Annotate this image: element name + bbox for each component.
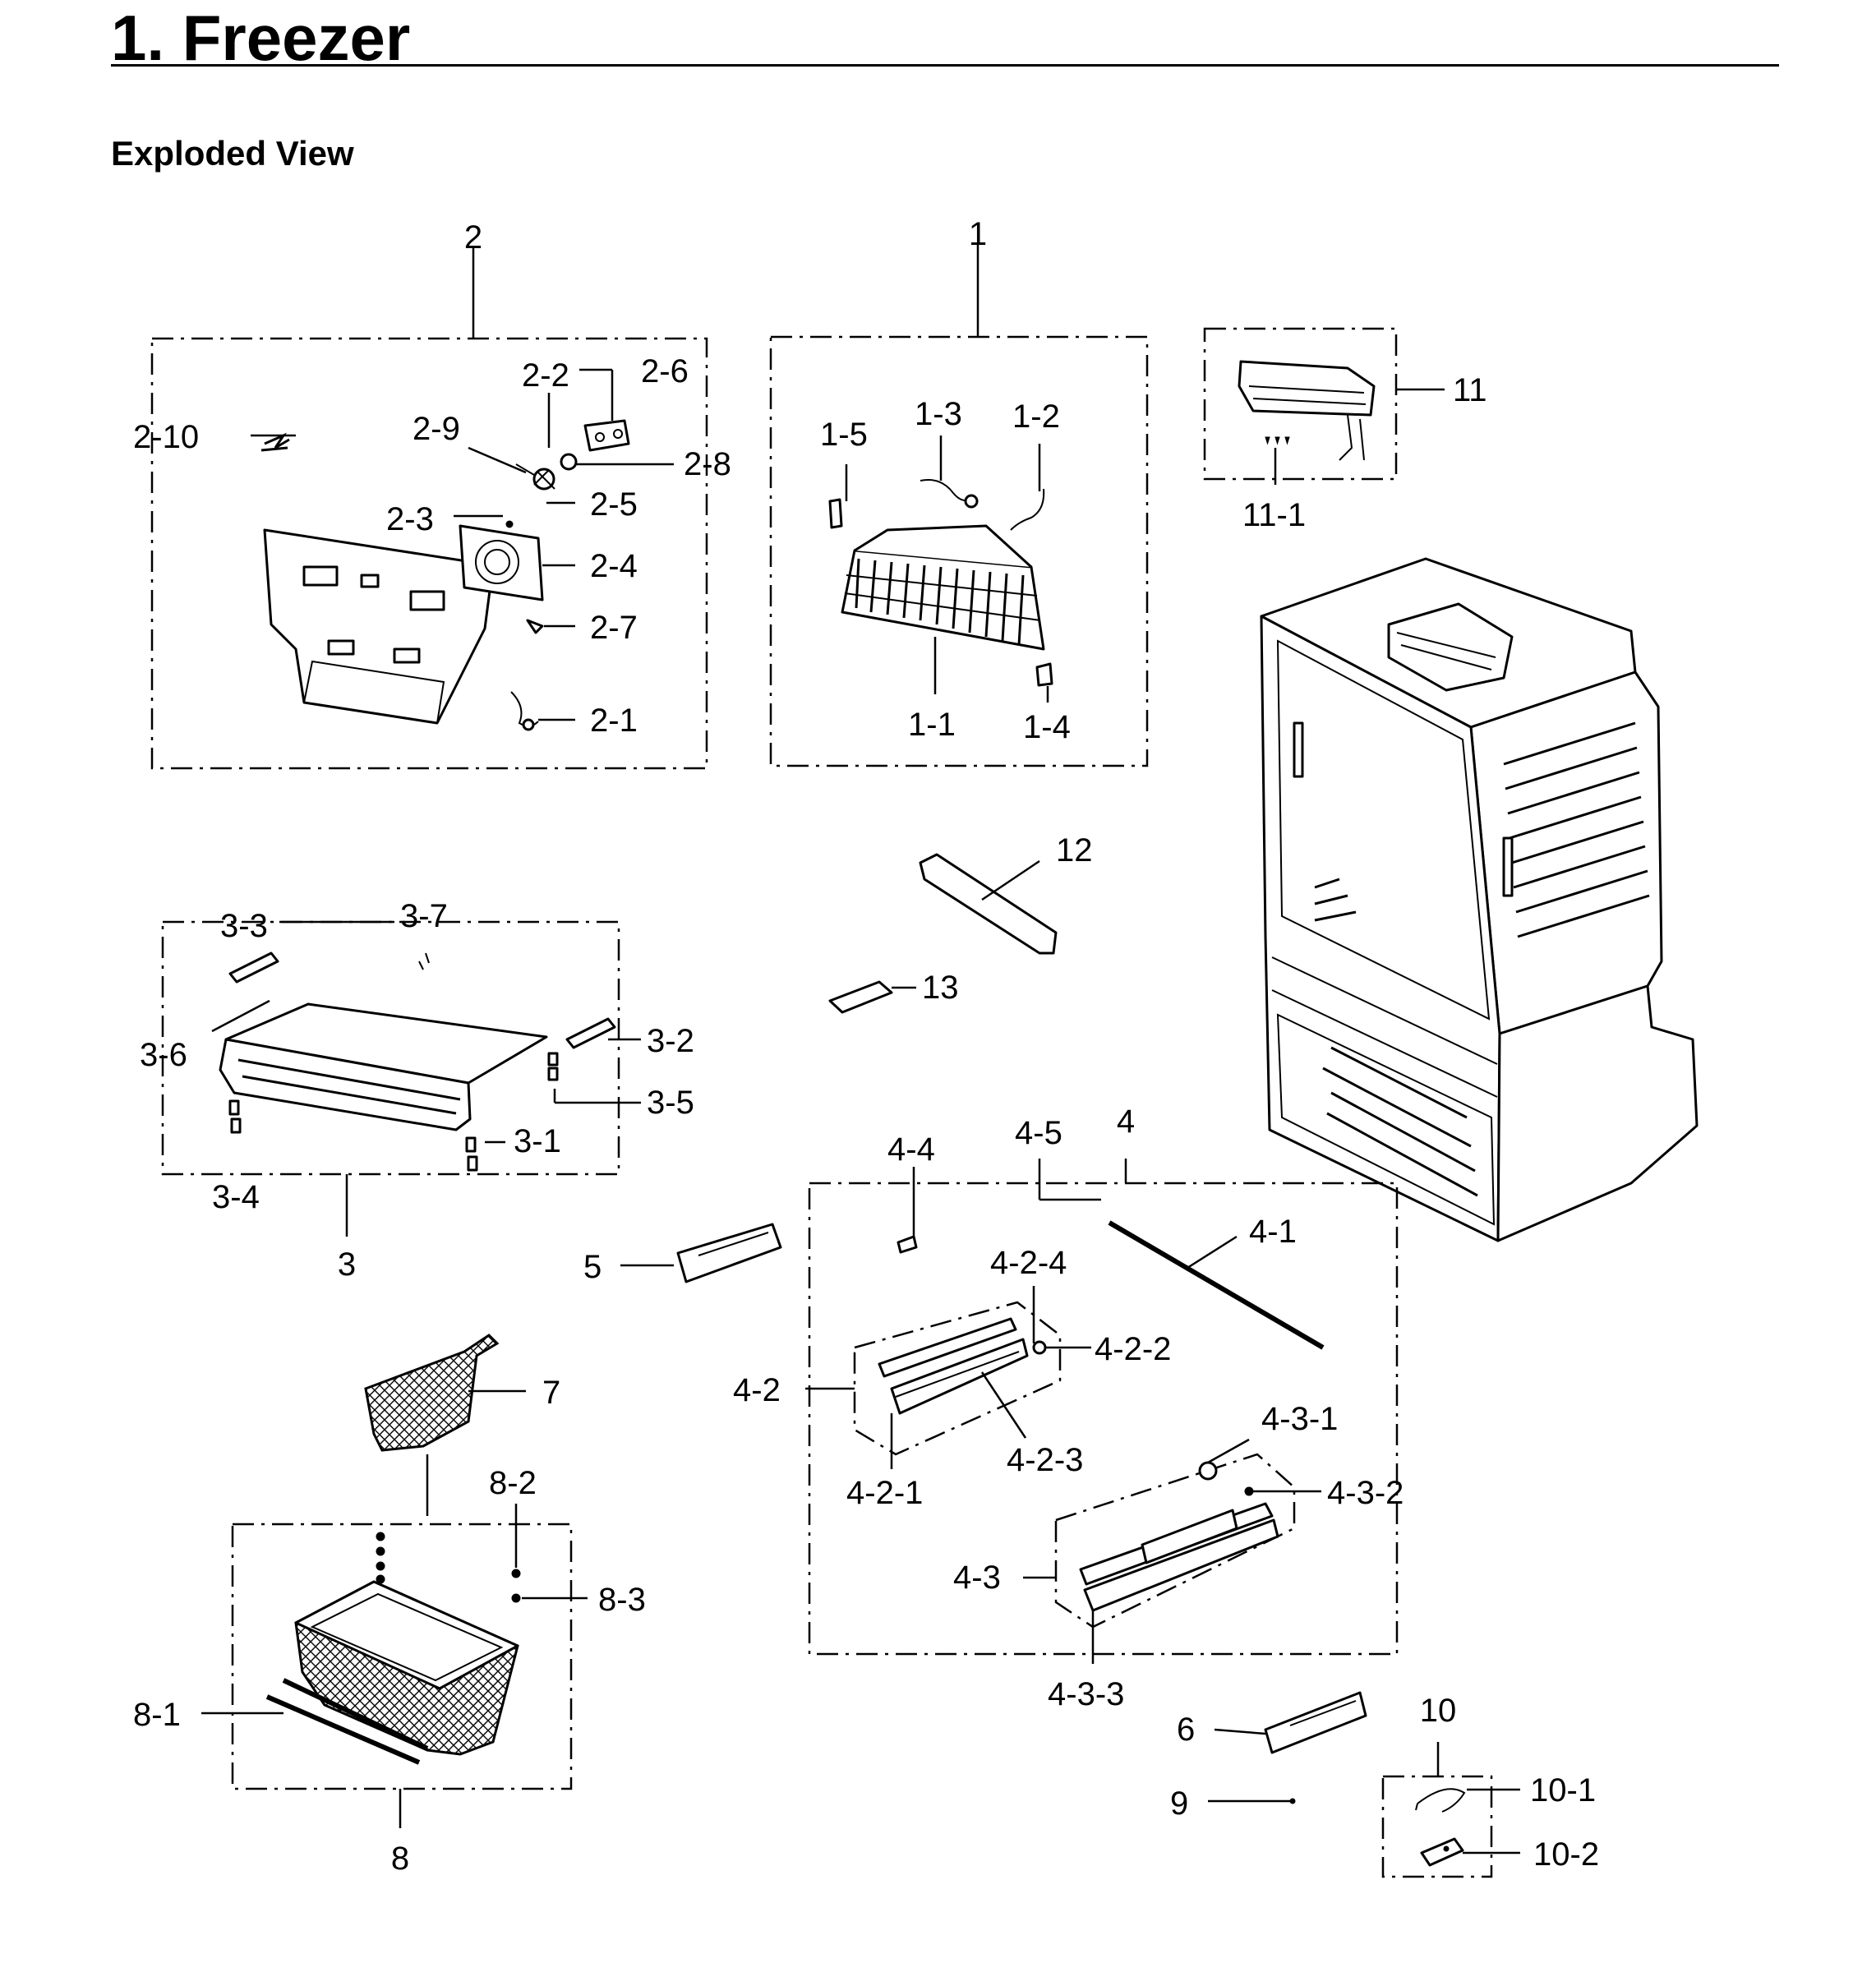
label-2-7: 2-7: [590, 610, 638, 646]
divider-7-part: [364, 1334, 500, 1452]
label-4-2-4: 4-2-4: [990, 1245, 1067, 1281]
label-13: 13: [922, 970, 959, 1006]
label-3-5: 3-5: [647, 1085, 694, 1121]
label-4-3-1: 4-3-1: [1261, 1401, 1338, 1437]
group-9: 9: [1170, 1785, 1296, 1822]
label-2-9: 2-9: [413, 411, 460, 447]
label-2-2: 2-2: [522, 357, 569, 394]
label-1-3: 1-3: [915, 396, 962, 432]
label-8-3: 8-3: [598, 1582, 646, 1618]
cover-13-part: [828, 980, 893, 1014]
label-4-3: 4-3: [953, 1560, 1001, 1596]
label-4: 4: [1117, 1103, 1135, 1140]
title-rule: [111, 64, 1779, 67]
group-3-assembly: 3-3 3-7 3-6 3-2 3-5 3-1 3-4 3: [140, 898, 694, 1283]
group-8-box: [231, 1523, 573, 1790]
rail-4-2-part: [878, 1317, 1017, 1378]
label-5: 5: [583, 1249, 602, 1285]
group-11-box: [1203, 327, 1398, 481]
label-4-2-3: 4-2-3: [1007, 1442, 1083, 1478]
label-11-1: 11-1: [1242, 497, 1306, 533]
label-4-2: 4-2: [733, 1372, 781, 1408]
label-2-8: 2-8: [684, 446, 731, 482]
label-3-1: 3-1: [514, 1123, 561, 1159]
label-6: 6: [1177, 1712, 1195, 1748]
label-8-2: 8-2: [489, 1465, 537, 1501]
group-10-assembly: 10 10-1 10-2: [1381, 1693, 1599, 1878]
label-2-6: 2-6: [641, 353, 689, 389]
ice-maker-part: [1238, 360, 1376, 417]
label-10: 10: [1420, 1693, 1457, 1729]
label-3-4: 3-4: [212, 1179, 260, 1215]
label-9: 9: [1170, 1785, 1188, 1822]
label-3: 3: [338, 1246, 356, 1283]
wire-10-1-part: [1415, 1788, 1466, 1813]
label-2-5: 2-5: [590, 486, 638, 523]
label-10-2: 10-2: [1533, 1836, 1599, 1873]
label-8-1: 8-1: [133, 1697, 181, 1733]
cabinet-side: [1469, 670, 1663, 1035]
control-box: [1387, 602, 1514, 692]
label-3-7: 3-7: [400, 898, 448, 934]
rail-5-part: [676, 1223, 782, 1283]
page-header: 1. Freezer: [111, 0, 1779, 74]
label-7: 7: [542, 1375, 560, 1411]
evaporator-cover-part: [263, 528, 495, 725]
section-subtitle: Exploded View: [111, 134, 354, 173]
group-2-assembly: 2 2-10 2-2 2-6 2-8: [133, 219, 731, 770]
label-1-1: 1-1: [908, 707, 956, 743]
group-1-assembly: 1 1-5 1-3 1-2 1-1 1-4: [769, 216, 1149, 767]
label-4-3-2: 4-3-2: [1327, 1475, 1404, 1511]
freezer-cabinet: [1260, 557, 1699, 1242]
rod-4-1-part: [1108, 1220, 1325, 1350]
label-8: 8: [391, 1841, 409, 1877]
screw-9-part: [1289, 1798, 1296, 1804]
label-1-2: 1-2: [1012, 399, 1060, 435]
label-1-4: 1-4: [1023, 709, 1071, 745]
fan-bracket-part: [459, 524, 544, 601]
group-12-13: 12 13: [828, 832, 1093, 1014]
label-10-1: 10-1: [1530, 1772, 1596, 1808]
label-4-2-2: 4-2-2: [1095, 1331, 1171, 1367]
label-2-10: 2-10: [133, 419, 199, 455]
label-1-5: 1-5: [820, 417, 868, 453]
label-1: 1: [969, 216, 987, 252]
evap-clip-part: [828, 498, 843, 529]
rail-3-2-part: [565, 1017, 616, 1049]
group-6: 6: [1177, 1691, 1367, 1754]
switch-10-2-part: [1420, 1837, 1464, 1867]
label-2-3: 2-3: [386, 501, 434, 537]
label-3-3: 3-3: [220, 908, 268, 944]
group-2-box: [150, 337, 708, 770]
page-title: 1. Freezer: [111, 2, 411, 74]
evap-holder-part: [1035, 662, 1053, 687]
label-3-2: 3-2: [647, 1023, 694, 1059]
group-11-assembly: 11 11-1: [1203, 327, 1487, 533]
label-4-4: 4-4: [887, 1131, 935, 1168]
group-5: 5: [583, 1223, 782, 1285]
group-7: 7: [364, 1334, 560, 1516]
clip-4-4-part: [897, 1235, 918, 1254]
label-4-2-1: 4-2-1: [846, 1475, 923, 1511]
label-2-1: 2-1: [590, 703, 638, 739]
group-4-box: [808, 1182, 1399, 1656]
label-2: 2: [464, 219, 482, 256]
label-4-1: 4-1: [1249, 1214, 1297, 1250]
label-4-3-3: 4-3-3: [1048, 1676, 1124, 1712]
label-3-6: 3-6: [140, 1037, 187, 1073]
group-8-assembly: 8-2 8-3 8-1 8: [133, 1465, 646, 1877]
label-2-4: 2-4: [590, 548, 638, 584]
group-1-box: [769, 335, 1149, 767]
rail-6-part: [1264, 1691, 1367, 1754]
motor-bracket-part: [583, 419, 630, 452]
label-12: 12: [1056, 832, 1093, 869]
group-4-assembly: 4 4-5 4-4 4-1 4-2-2 4-2-4 4-2-3 4-2 4-2-…: [733, 1103, 1404, 1712]
label-11: 11: [1453, 372, 1487, 408]
label-4-5: 4-5: [1015, 1115, 1062, 1151]
rail-3-3-part: [228, 951, 279, 984]
rail-12-part: [919, 853, 1058, 955]
